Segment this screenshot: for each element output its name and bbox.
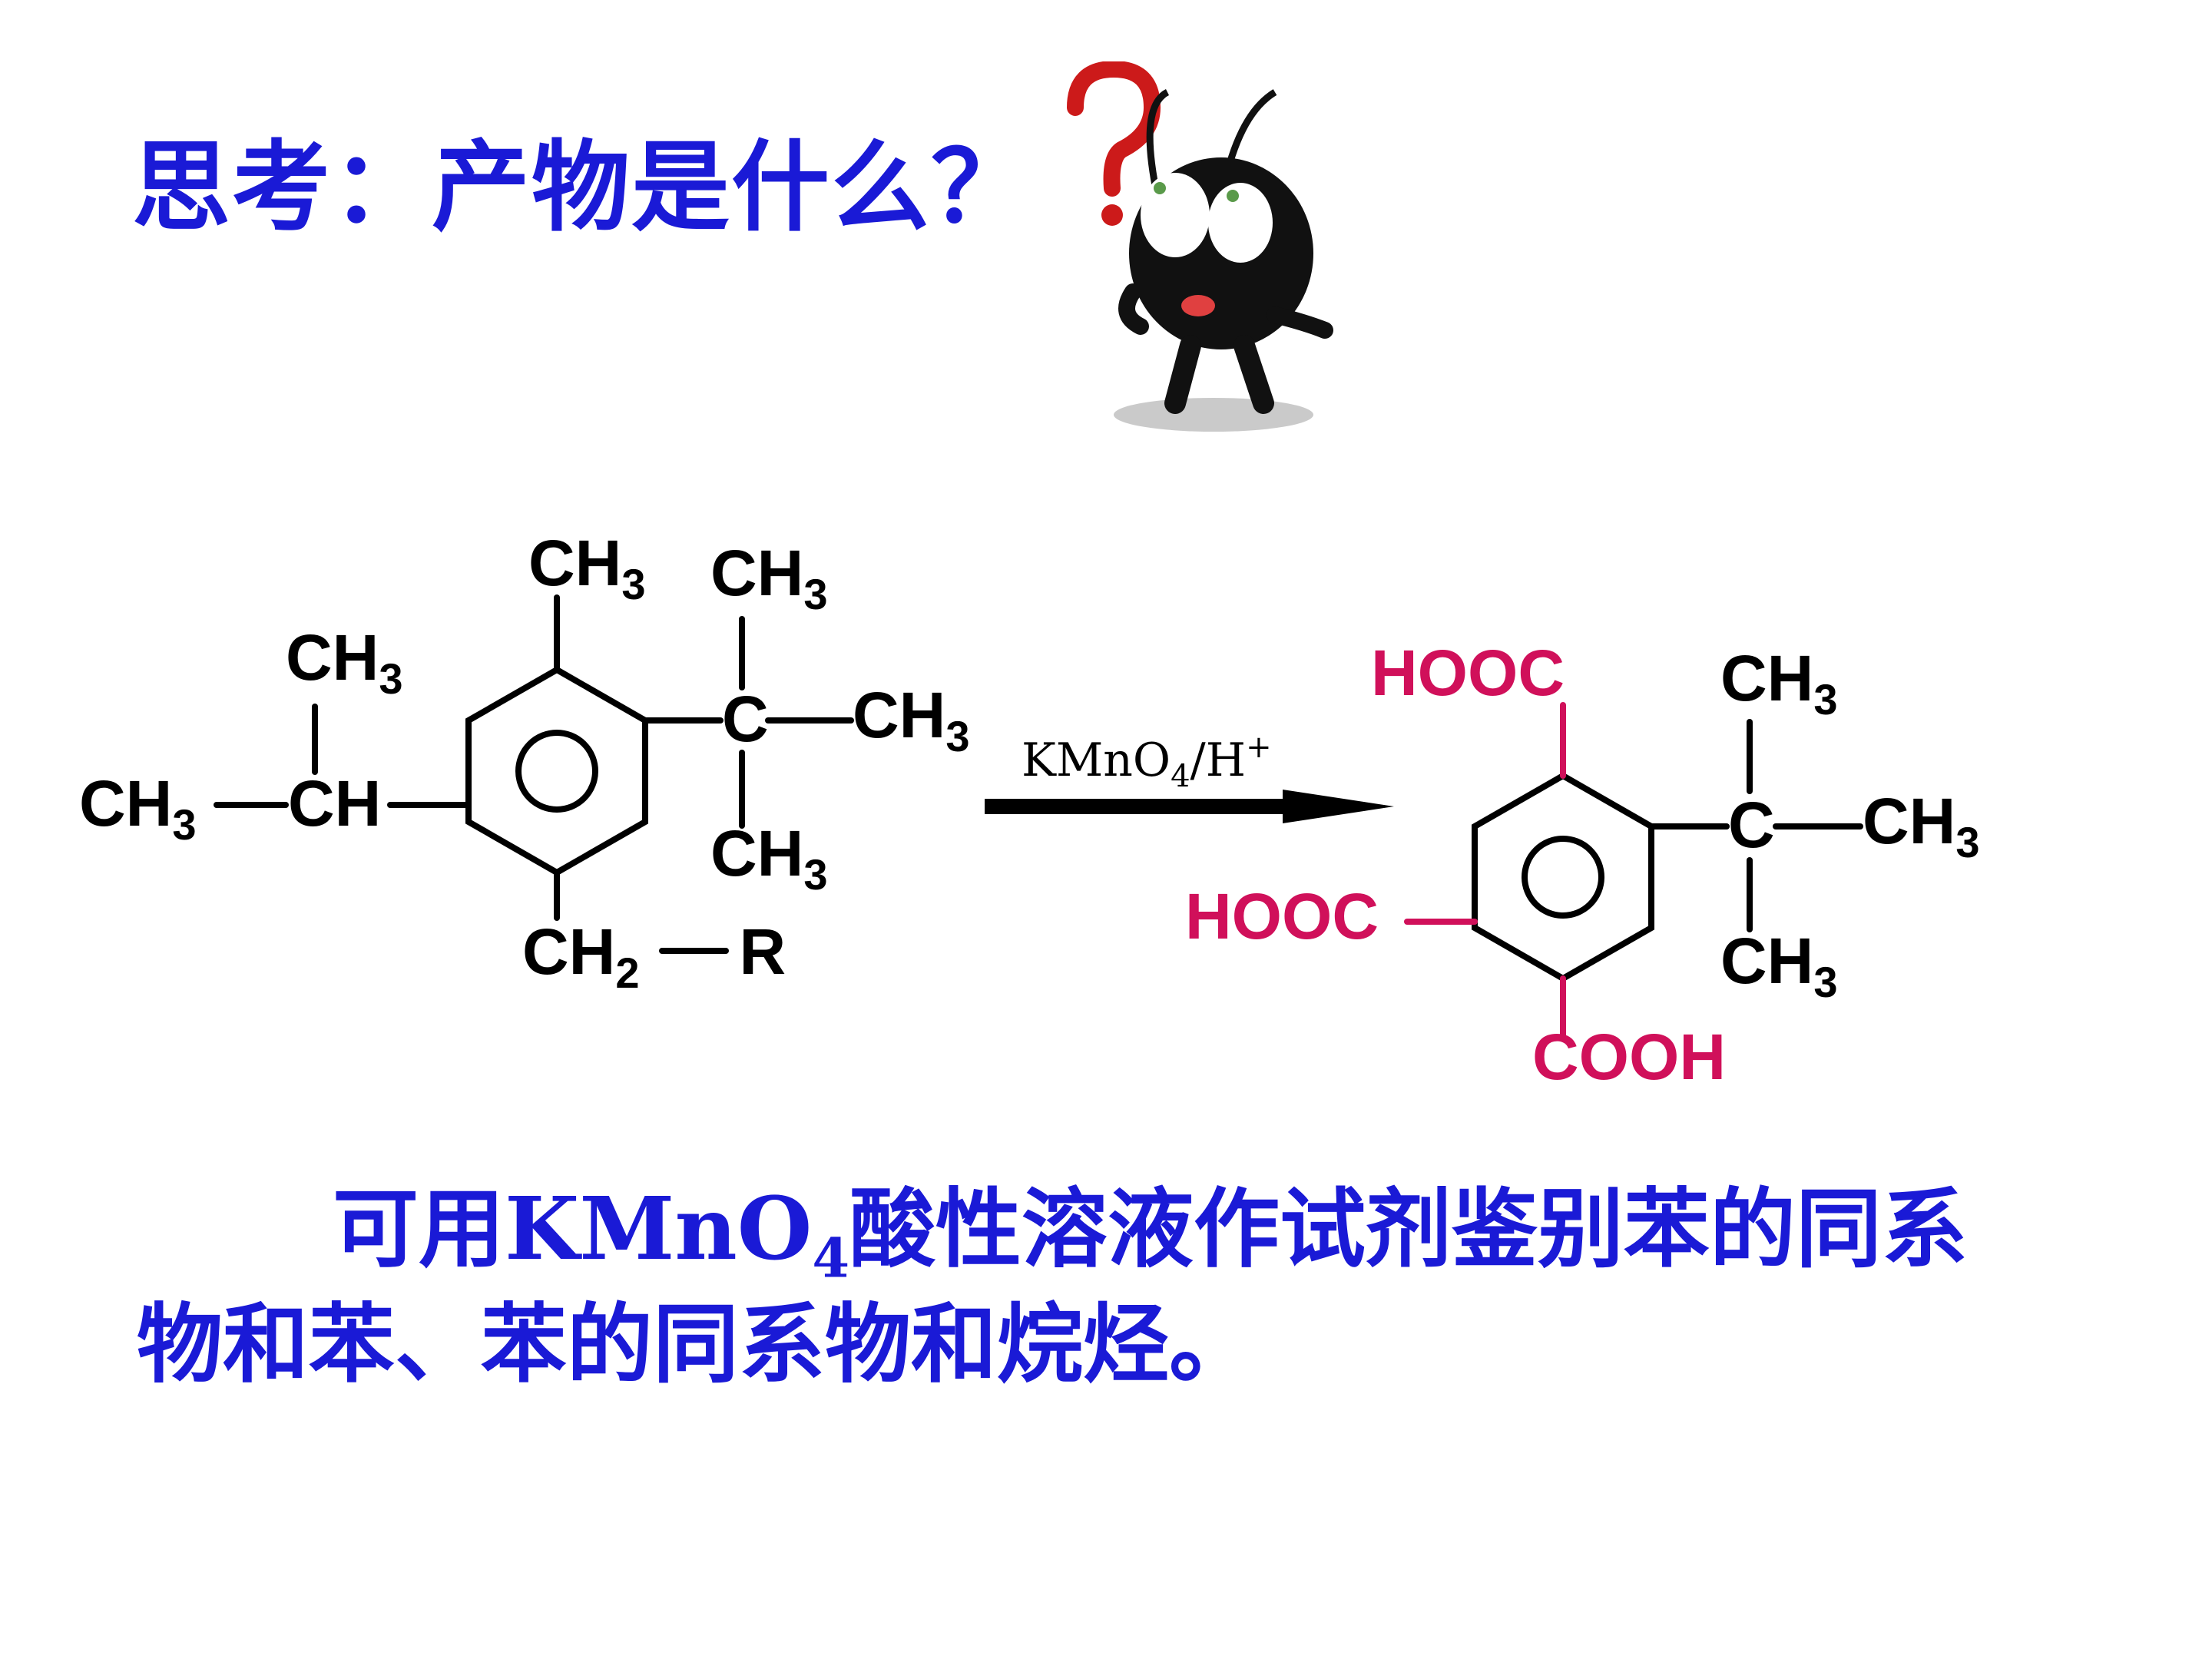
reactant-ch3-ipr-top: CH3 — [286, 621, 402, 703]
note-line-2: 物和苯、苯的同系物和烷烃。 — [137, 1294, 1255, 1395]
reactant-ch3-tbu-right: CH3 — [853, 679, 969, 760]
reactant-ch3-top: CH3 — [528, 527, 645, 608]
thinking-mascot-icon — [1067, 61, 1333, 432]
reagent-label: KMnO4/H+ — [1022, 730, 1272, 794]
product-hooc-left: HOOC — [1185, 880, 1379, 952]
reactant-ch3-tbu-top: CH3 — [710, 537, 827, 618]
product-ch3-top: CH3 — [1720, 642, 1837, 724]
note-line-1: 可用KMnO4酸性溶液作试剂鉴别苯的同系 — [333, 1179, 1969, 1290]
product-benzene-ring — [1472, 772, 1654, 982]
reactant-aromatic-circle — [515, 730, 598, 813]
reactant-benzene-ring — [465, 666, 648, 876]
reactant-ch3-ipr-left: CH3 — [79, 767, 196, 849]
product-aromatic-circle — [1522, 836, 1604, 919]
reactant-ch3-tbu-bottom: CH3 — [710, 817, 827, 899]
product-ch3-right: CH3 — [1863, 785, 1979, 866]
page-title: 思考：产物是什么？ — [132, 130, 1031, 245]
reactant-quaternary-c: C — [722, 683, 769, 755]
reaction-arrow — [985, 790, 1394, 823]
product-hooc-top: HOOC — [1371, 637, 1565, 709]
product-cooh-bottom: COOH — [1532, 1021, 1726, 1093]
product-ch3-bottom: CH3 — [1720, 925, 1837, 1006]
reactant-ch: CH — [288, 767, 381, 839]
product-quaternary-c: C — [1728, 789, 1775, 861]
